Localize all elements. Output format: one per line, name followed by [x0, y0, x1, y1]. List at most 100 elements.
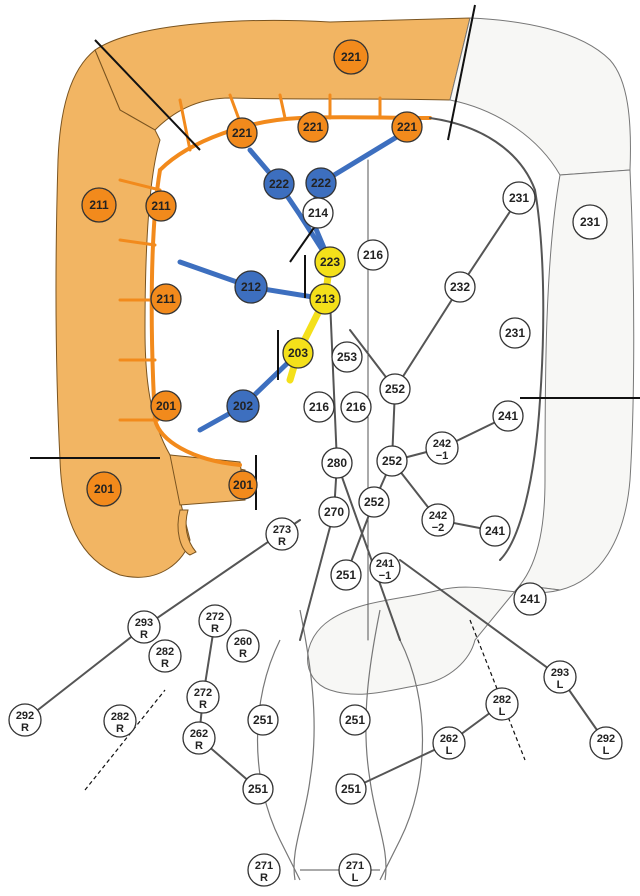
lymph-node-231: 231	[503, 182, 535, 214]
dashed-line-left	[85, 690, 165, 790]
lymph-node-label: 260	[234, 636, 252, 648]
lymph-node-272-R: 272R	[199, 605, 231, 637]
lymph-node-side-label: R	[21, 722, 29, 734]
lymph-node-label: 221	[232, 126, 252, 140]
lymph-node-side-label: R	[278, 536, 286, 548]
lymph-node-label: 293	[135, 617, 153, 629]
lymph-node-label: 222	[311, 176, 331, 190]
lymph-node-231: 231	[573, 205, 607, 239]
lymph-node-221: 221	[298, 112, 328, 142]
lymph-node-side-label: −1	[379, 570, 392, 582]
lymph-node-232: 232	[445, 272, 475, 302]
lymph-node-side-label: R	[116, 723, 124, 735]
lymph-node-label: 262	[440, 733, 458, 745]
lymph-node-side-label: R	[140, 629, 148, 641]
lymph-node-label: 292	[597, 733, 615, 745]
lymph-node-label: 242	[429, 510, 447, 522]
lymph-node-273-R: 273R	[266, 518, 298, 550]
lymph-node-201: 201	[229, 471, 257, 499]
lymph-node-label: 271	[346, 860, 364, 872]
lymph-node-label: 232	[450, 280, 470, 294]
lymph-node-251: 251	[248, 705, 278, 735]
lymph-node-272-R: 272R	[187, 681, 219, 713]
lymph-node-252: 252	[380, 374, 410, 404]
lymph-node-211: 211	[82, 188, 116, 222]
lymph-node-label: 201	[94, 482, 114, 496]
lymph-node-side-label: L	[446, 745, 453, 757]
lymph-node-label: 241	[376, 558, 394, 570]
lymph-node-label: 252	[364, 495, 384, 509]
lymph-node-222: 222	[306, 168, 336, 198]
lymph-node-label: 221	[397, 120, 417, 134]
lymph-node-side-label: −2	[432, 522, 445, 534]
lymph-node-label: 231	[505, 326, 525, 340]
lymph-node-label: 216	[363, 248, 383, 262]
lymph-node-231: 231	[500, 318, 530, 348]
lymph-node-side-label: R	[199, 699, 207, 711]
lymph-node-241: 241	[493, 401, 523, 431]
lymph-node-label: 213	[315, 292, 335, 306]
lymph-node-label: 241	[498, 409, 518, 423]
lymph-node-241-1: 241−1	[370, 553, 400, 583]
lymph-node-292-R: 292R	[9, 704, 41, 736]
lymph-node-212: 212	[235, 271, 267, 303]
lymph-node-label: 231	[580, 215, 600, 229]
lymph-node-label: 216	[309, 400, 329, 414]
lymph-node-label: 282	[493, 694, 511, 706]
lymph-node-271-L: 271L	[339, 854, 371, 886]
lymph-node-label: 293	[551, 667, 569, 679]
lymph-node-242-2: 242−2	[422, 504, 454, 536]
lymph-node-label: 231	[509, 191, 529, 205]
lymph-node-label: 251	[336, 568, 356, 582]
lymph-node-201: 201	[87, 472, 121, 506]
lymph-node-label: 211	[89, 198, 109, 212]
lymph-node-label: 242	[433, 438, 451, 450]
lymph-node-label: 221	[303, 120, 323, 134]
lymph-node-side-label: L	[499, 706, 506, 718]
lymph-node-203: 203	[283, 338, 313, 368]
lymph-node-251: 251	[331, 560, 361, 590]
lymph-node-271-R: 271R	[248, 854, 280, 886]
lymph-node-label: 216	[346, 400, 366, 414]
lymph-node-label: 251	[341, 782, 361, 796]
lymph-node-252: 252	[359, 487, 389, 517]
lymph-node-label: 252	[385, 382, 405, 396]
lymph-node-label: 272	[194, 687, 212, 699]
lymph-node-label: 241	[520, 592, 540, 606]
lymph-node-270: 270	[319, 497, 349, 527]
lymph-node-221: 221	[392, 112, 422, 142]
lymph-node-252: 252	[377, 446, 407, 476]
lymph-node-223: 223	[315, 247, 345, 277]
transverse-colon-left	[450, 18, 630, 175]
lymph-node-label: 241	[485, 524, 505, 538]
lymph-node-label: 251	[248, 782, 268, 796]
lymph-node-216: 216	[341, 392, 371, 422]
lymph-node-label: 214	[308, 206, 328, 220]
lymph-node-side-label: R	[211, 623, 219, 635]
lymph-node-label: 201	[156, 399, 176, 413]
lymph-node-251: 251	[340, 705, 370, 735]
lymph-node-213: 213	[310, 284, 340, 314]
lymph-node-label: 223	[320, 255, 340, 269]
lymph-node-side-label: L	[603, 745, 610, 757]
lymph-node-label: 222	[269, 177, 289, 191]
lymph-node-201: 201	[151, 391, 181, 421]
lymph-node-216: 216	[304, 392, 334, 422]
lymph-node-280: 280	[322, 448, 352, 478]
lymph-node-282-R: 282R	[149, 640, 181, 672]
lymph-node-216: 216	[358, 240, 388, 270]
lymph-node-label: 203	[288, 346, 308, 360]
lymph-node-221: 221	[227, 118, 257, 148]
lymph-node-label: 211	[156, 292, 176, 306]
lymph-node-241: 241	[480, 516, 510, 546]
lymph-node-262-L: 262L	[433, 727, 465, 759]
lymph-node-label: 253	[337, 350, 357, 364]
lymph-node-253: 253	[332, 342, 362, 372]
lymph-node-side-label: R	[239, 648, 247, 660]
lymph-node-label: 201	[233, 478, 253, 492]
lymph-node-label: 221	[341, 50, 361, 64]
